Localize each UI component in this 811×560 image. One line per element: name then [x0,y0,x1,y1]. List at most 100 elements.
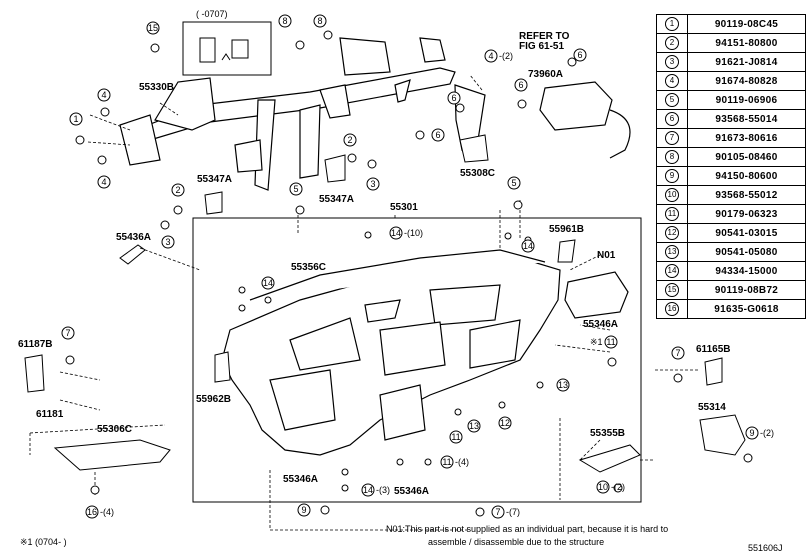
svg-text:9: 9 [749,428,754,438]
figure-id: 551606J [748,543,783,553]
svg-text:3: 3 [165,237,170,247]
n01-note-line1: N01:This part is not supplied as an indi… [386,524,668,534]
part-number: 91621-J0814 [687,52,806,72]
ref-number: 15 [665,283,679,297]
callout-2-b [171,183,185,197]
svg-text:9: 9 [301,505,306,515]
ref-number: 1 [665,17,679,31]
callout-8-b [313,14,327,28]
callout-11-c [440,455,454,469]
svg-text:16: 16 [87,507,97,517]
ref-number: 4 [665,74,679,88]
svg-text:11: 11 [606,337,615,347]
svg-text:6: 6 [577,50,582,60]
n01-note-line2: assemble / disassemble due to the struct… [428,537,604,547]
ref-number: 12 [665,226,679,240]
ref-number-cell: 1 [656,14,688,34]
callout-13-b [467,419,481,433]
svg-text:13: 13 [558,380,568,390]
callout-5-b [507,176,521,190]
callout-8-a [278,14,292,28]
part-number: 91674-80828 [687,71,806,91]
qty-14-3: -(3) [376,485,390,495]
svg-text:12: 12 [500,418,510,428]
svg-text:4: 4 [101,90,106,100]
callout-13-a [556,378,570,392]
ref-number-cell: 6 [656,109,688,129]
ref-number: 2 [665,36,679,50]
bracket-55308c [459,134,489,163]
ref-number: 13 [665,245,679,259]
svg-text:4: 4 [101,177,106,187]
ref-number-cell: 7 [656,128,688,148]
callout-6-c [447,91,461,105]
ref-number: 16 [665,302,679,316]
callout-9-b [745,426,759,440]
inset-detail [199,37,249,63]
svg-text:5: 5 [511,178,516,188]
label-55314: 55314 [698,402,726,413]
ref-number-cell: 3 [656,52,688,72]
part-61165b [704,357,723,386]
callout-14-b [521,239,535,253]
callout-11-b [449,430,463,444]
svg-text:14: 14 [391,228,401,238]
ref-number: 10 [665,188,679,202]
qty-16-4: -(4) [100,507,114,517]
callout-2-a [343,133,357,147]
svg-text:6: 6 [518,80,523,90]
ref-number: 5 [665,93,679,107]
ref-number-cell: 14 [656,261,688,281]
svg-text:2: 2 [347,135,352,145]
callout-12 [498,416,512,430]
qty-10-2: -(2) [611,482,625,492]
svg-text:11: 11 [442,457,451,467]
panel-group-box [192,217,642,503]
glove-box-door [564,271,629,319]
ref-number-cell: 2 [656,33,688,53]
instrument-panel [221,249,561,456]
label-55356c: 55356C [291,262,326,273]
part-55436a [119,244,146,265]
label-55308c: 55308C [460,168,495,179]
ref-number: 9 [665,169,679,183]
label-55436a: 55436A [116,232,151,243]
part-number: 91635-G0618 [687,299,806,319]
callout-10 [596,480,610,494]
callout-3-a [366,177,380,191]
ref-number: 11 [665,207,679,221]
svg-text:14: 14 [363,485,373,495]
qty-14-10: -(10) [404,228,423,238]
part-55962b [214,351,231,383]
callout-7-c [671,346,685,360]
callout-4-low [97,175,111,189]
ref-number-cell: 11 [656,204,688,224]
ref-number-cell: 15 [656,280,688,300]
ref-number: 7 [665,131,679,145]
svg-text:8: 8 [317,16,322,26]
part-number: 94151-80800 [687,33,806,53]
inset-caption: ( -0707) [196,9,228,19]
callout-5-a [289,182,303,196]
bracket-55347a-upper [324,154,346,183]
svg-text:11: 11 [451,432,460,442]
svg-text:7: 7 [65,328,70,338]
label-61187b: 61187B [18,339,52,350]
airbag-assembly [539,81,613,131]
airbag-wire [609,109,631,159]
refer-to-line2: FIG 61-51 [519,41,564,52]
label-55962b: 55962B [196,394,231,405]
label-55347a-2: 55347A [319,194,354,205]
leader-lines [29,74,700,531]
svg-text:1: 1 [73,114,78,124]
part-55306c [53,439,171,471]
svg-text:6: 6 [451,93,456,103]
qty-7-7: -(7) [506,507,520,517]
